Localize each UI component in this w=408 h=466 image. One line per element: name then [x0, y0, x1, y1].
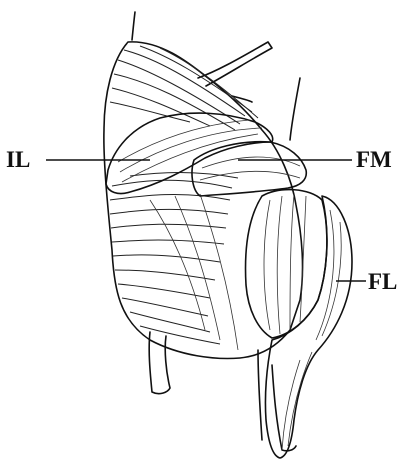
il-label: IL [6, 147, 30, 172]
fl-label: FL [368, 269, 397, 294]
thigh-muscle-group [104, 42, 303, 359]
fm-muscle-shape [192, 142, 306, 196]
body-outline [132, 12, 300, 451]
fm-label: FM [356, 147, 392, 172]
fm-muscle [192, 142, 306, 196]
long-thigh-muscle [246, 190, 327, 338]
